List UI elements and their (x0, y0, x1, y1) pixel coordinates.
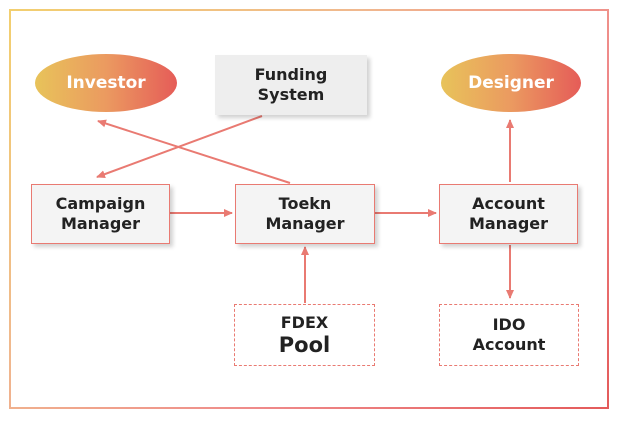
ido-account-label-line2: Account (472, 335, 546, 354)
designer-label: Designer (468, 73, 554, 93)
token-manager-label-line1: Toekn (278, 194, 332, 213)
funding-system-label-line2: System (257, 85, 325, 104)
fdex-pool-label-line1: FDEX (280, 313, 329, 332)
account-manager-node: Account Manager (439, 184, 578, 244)
arrow-token-to-investor (97, 119, 291, 184)
investor-node: Investor (35, 54, 177, 112)
campaign-manager-node: Campaign Manager (31, 184, 170, 244)
token-manager-node: Toekn Manager (235, 184, 375, 244)
fdex-pool-label-line2: Pool (278, 333, 331, 357)
funding-system-node: Funding System (215, 55, 367, 115)
account-manager-label-line2: Manager (468, 214, 549, 233)
funding-system-label-line1: Funding (254, 65, 328, 84)
fdex-pool-node: FDEX Pool (234, 304, 375, 366)
token-manager-label-line2: Manager (265, 214, 345, 233)
investor-label: Investor (66, 73, 146, 93)
designer-node: Designer (441, 54, 581, 112)
account-manager-label-line1: Account (472, 194, 545, 213)
ido-account-label-line1: IDO (492, 315, 526, 334)
campaign-manager-label-line1: Campaign (55, 194, 146, 213)
ido-account-node: IDO Account (439, 304, 579, 366)
campaign-manager-label-line2: Manager (60, 214, 141, 233)
